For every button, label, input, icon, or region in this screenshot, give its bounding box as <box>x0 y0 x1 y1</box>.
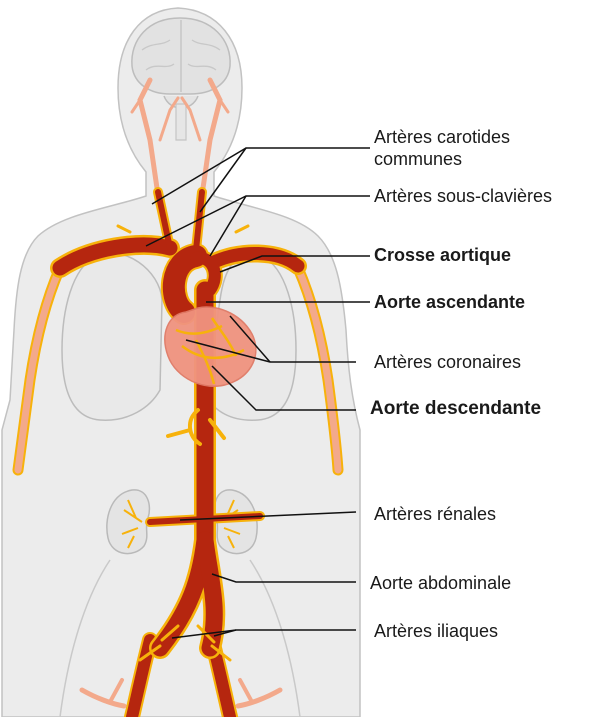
label-coronaires: Artères coronaires <box>374 351 521 373</box>
label-aorte-descendante: Aorte descendante <box>370 398 541 420</box>
label-crosse-aortique: Crosse aortique <box>374 244 511 266</box>
label-renales: Artères rénales <box>374 503 496 525</box>
label-sous-clavieres: Artères sous-clavières <box>374 185 552 207</box>
label-carotides-line2: communes <box>374 148 462 170</box>
label-carotides-line1: Artères carotides <box>374 126 510 148</box>
label-iliaques: Artères iliaques <box>374 620 498 642</box>
label-aorte-abdominale: Aorte abdominale <box>370 572 511 594</box>
label-aorte-ascendante: Aorte ascendante <box>374 291 525 313</box>
